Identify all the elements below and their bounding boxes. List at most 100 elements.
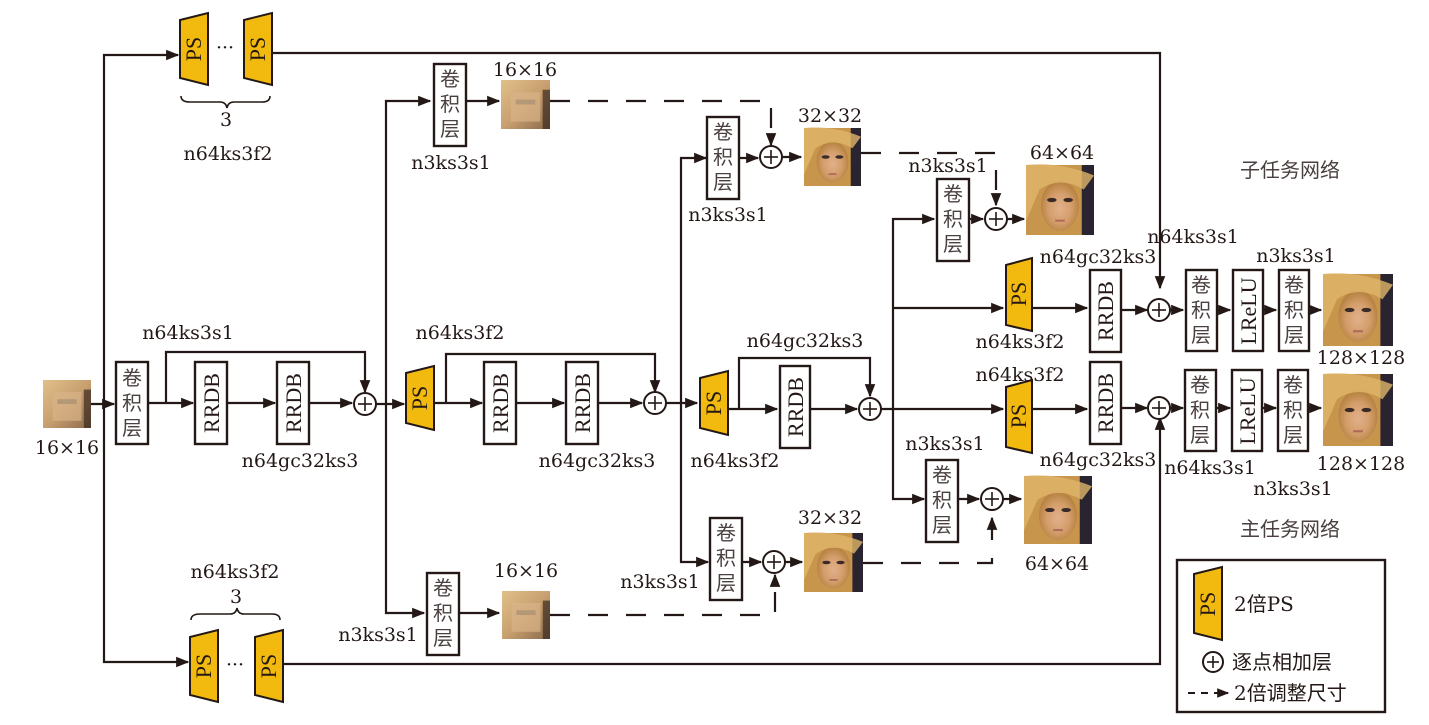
ps1-param-label: n64ks3f2	[416, 322, 505, 344]
branch-line-up-3	[891, 213, 936, 409]
conv-char: 卷	[713, 120, 733, 144]
subtask-output-size-label: 128×128	[1317, 347, 1405, 369]
add-node-2	[643, 391, 667, 415]
ps-repeat-bottom-last	[254, 628, 284, 704]
branch-line-down-1	[384, 404, 426, 619]
ps-label: PS	[245, 37, 270, 61]
ps-repeat-bottom-first	[189, 628, 219, 704]
image-top-64	[1026, 164, 1094, 235]
subtask-network-title: 子任务网络	[1240, 158, 1340, 182]
subtask-rrdb-param-label: n64gc32ks3	[1040, 246, 1157, 268]
conv-char: 卷	[943, 182, 963, 206]
conv-char: 卷	[122, 366, 142, 390]
conv-char: 层	[1190, 423, 1210, 447]
ps-repeat-dots: ···	[216, 37, 234, 59]
add-node-top-32	[759, 145, 783, 169]
bottom64-size-label: 64×64	[1025, 553, 1089, 575]
bottom16-size-label: 16×16	[494, 560, 558, 582]
skip-connection-1	[164, 350, 371, 403]
rrdb-label: RRDB	[1093, 281, 1118, 341]
conv-char: 层	[713, 170, 733, 194]
conv-char: 积	[433, 601, 453, 625]
rrdb3-param-label: n64gc32ks3	[747, 330, 864, 352]
lrelu-label: LReLU	[1235, 377, 1260, 444]
conv-char: 积	[932, 488, 952, 512]
ps-upsample-1	[405, 364, 435, 432]
legend-ps-icon	[1193, 565, 1223, 642]
conv-char: 层	[122, 416, 142, 440]
conv-char: 积	[716, 546, 736, 570]
add-node-bottom-32	[762, 550, 786, 574]
rrdb-block	[1088, 360, 1123, 446]
main-conv-param-label: n64ks3s1	[1164, 457, 1256, 479]
legend: PS 2倍PS 逐点相加层 2倍调整尺寸	[1175, 558, 1387, 714]
image-bottom-16	[502, 591, 550, 639]
output-image-main-128	[1323, 373, 1393, 446]
conv-char: 积	[440, 92, 460, 116]
legend-resize-text: 2倍调整尺寸	[1234, 681, 1347, 705]
add-node-main	[1147, 396, 1171, 420]
ps-upsample-2	[699, 369, 729, 437]
image-bottom-64	[1024, 475, 1092, 544]
ps-label: PS	[1195, 592, 1220, 616]
input-size-label: 16×16	[35, 437, 99, 459]
add-node-top-64	[984, 207, 1008, 231]
top32-conv-param-label: n3ks3s1	[688, 204, 768, 226]
top64-conv-param-label: n3ks3s1	[908, 155, 988, 177]
rrdb-block	[482, 360, 518, 446]
main-network-title: 主任务网络	[1240, 517, 1340, 541]
conv-char: 卷	[1283, 373, 1303, 397]
rrdb-label: RRDB	[281, 373, 306, 433]
repeat-brace-top	[180, 95, 271, 109]
ps-label: PS	[407, 386, 432, 410]
image-top-32	[804, 127, 861, 186]
ps2-param-label: n64ks3f2	[691, 450, 780, 472]
ps-repeat-top-last	[243, 11, 273, 87]
rrdb-block	[564, 360, 600, 446]
bottom16-conv-param-label: n3ks3s1	[338, 624, 418, 646]
ps-label: PS	[181, 37, 206, 61]
ps-repeat-top-param-label: n64ks3f2	[184, 143, 273, 165]
rrdb-label: RRDB	[199, 373, 224, 433]
conv-char: 积	[1190, 398, 1210, 422]
add-node-1	[353, 392, 377, 416]
output-image-subtask-128	[1323, 273, 1393, 346]
legend-add-text: 逐点相加层	[1232, 650, 1332, 674]
ps-repeat-bottom-param-label: n64ks3f2	[191, 561, 280, 583]
rrdb-block	[778, 364, 812, 450]
conv-char: 卷	[1191, 273, 1211, 297]
resize-dashed-line-top-32	[861, 151, 998, 202]
conv-layer-bottom-64	[924, 458, 960, 544]
repeat-count-bottom: 3	[230, 586, 242, 608]
lrelu-label: LReLU	[1236, 277, 1261, 344]
conv-layer-top-64	[935, 177, 971, 263]
top32-size-label: 32×32	[798, 105, 862, 127]
conv-layer-main-2	[1276, 368, 1310, 453]
ps-repeat-dots: ···	[226, 654, 244, 676]
conv-char: 积	[1284, 298, 1304, 322]
conv-char: 积	[1191, 298, 1211, 322]
top16-conv-param-label: n3ks3s1	[411, 152, 491, 174]
branch-line-up-1	[384, 95, 432, 404]
ps-label: PS	[256, 654, 281, 678]
conv-char: 积	[122, 391, 142, 415]
conv-char: 卷	[932, 463, 952, 487]
repeat-count-top: 3	[220, 109, 232, 131]
rrdb-label: RRDB	[570, 373, 595, 433]
ps-upsample-main	[1005, 378, 1033, 455]
top64-size-label: 64×64	[1030, 142, 1094, 164]
skip-connection-3	[737, 356, 876, 409]
rrdb-label: RRDB	[1093, 373, 1118, 433]
conv-char: 层	[1191, 323, 1211, 347]
conv-layer-bottom-32	[708, 516, 744, 602]
rrdb-param-label: n64gc32ks3	[242, 450, 359, 472]
add-node-bottom-64	[980, 487, 1004, 511]
subtask-ps-param-label: n64ks3f2	[976, 331, 1065, 353]
conv-layer-top-32	[705, 115, 741, 201]
bypass-bottom-to-main-line	[284, 416, 1166, 666]
conv-layer-top-16	[432, 62, 468, 148]
conv-char: 层	[943, 232, 963, 256]
ps-label: PS	[191, 654, 216, 678]
conv-char: 层	[440, 117, 460, 141]
